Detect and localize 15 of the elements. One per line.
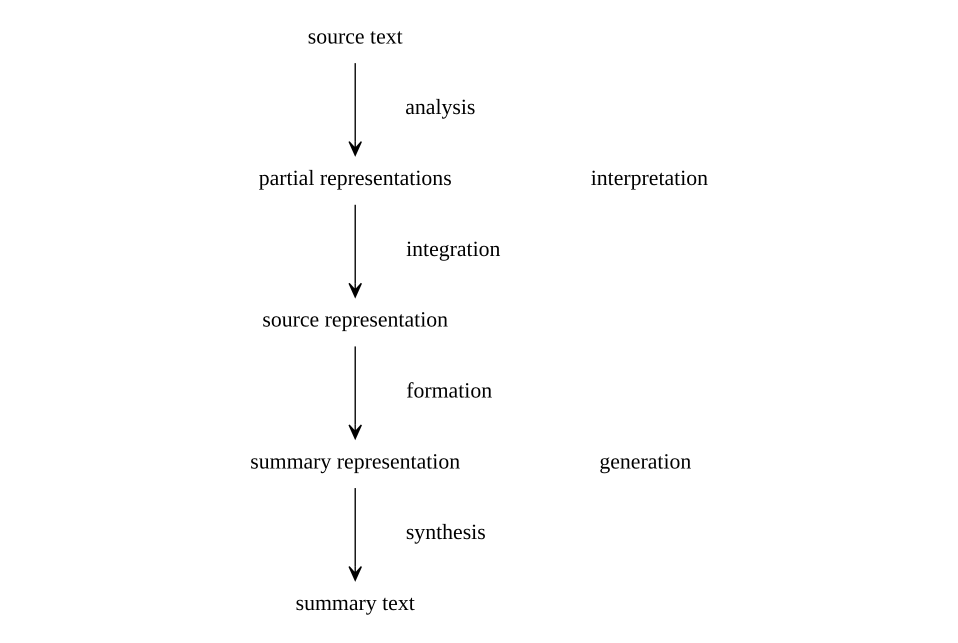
node-text: source representation xyxy=(262,308,448,332)
node-text: source text xyxy=(307,24,402,48)
label: interpretation xyxy=(590,166,708,190)
edge-label: analysis xyxy=(404,95,475,120)
arrow xyxy=(348,346,362,440)
arrow xyxy=(348,204,362,298)
node-text: partial representations xyxy=(258,166,452,190)
edge-label: synthesis xyxy=(405,520,486,544)
arrow xyxy=(348,63,362,156)
node-text: summary representation xyxy=(250,449,460,474)
arrow xyxy=(348,488,362,581)
edge-label: integration xyxy=(406,236,500,261)
node-text: summary text xyxy=(295,590,414,615)
label: generation xyxy=(598,449,691,474)
edge-label: formation xyxy=(406,378,492,402)
